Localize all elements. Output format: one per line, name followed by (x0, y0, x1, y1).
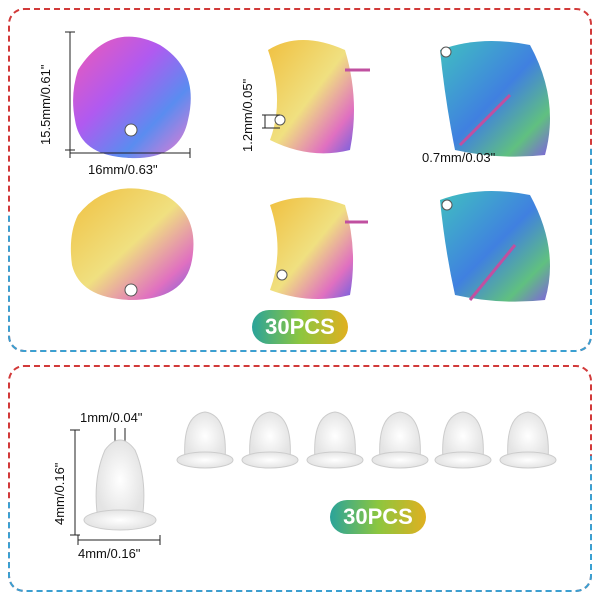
ear-nut-large (83, 439, 157, 531)
quantity-badge-top: 30PCS (252, 310, 348, 344)
bottom-panel (8, 365, 592, 592)
thickness-dimension-label: 1.2mm/0.05" (240, 78, 255, 152)
width-dimension-label: 16mm/0.63" (88, 162, 158, 177)
earring-front-gold (70, 188, 194, 300)
dimension-lines (65, 31, 280, 545)
top-panel (8, 8, 592, 352)
earring-back-teal-2 (440, 191, 550, 302)
nut-height-label: 4mm/0.16" (52, 462, 67, 525)
earring-side-gold-2 (270, 197, 368, 299)
ear-nuts-row (176, 411, 557, 469)
earring-front-pink (73, 36, 191, 159)
quantity-badge-bottom: 30PCS (330, 500, 426, 534)
hole-dimension-label: 1mm/0.04" (80, 410, 143, 425)
height-dimension-label: 15.5mm/0.61" (38, 64, 53, 146)
nut-width-label: 4mm/0.16" (78, 546, 141, 561)
pin-dimension-label: 0.7mm/0.03" (422, 150, 496, 165)
earring-back-teal (440, 41, 550, 157)
earring-side-gold (268, 40, 370, 154)
